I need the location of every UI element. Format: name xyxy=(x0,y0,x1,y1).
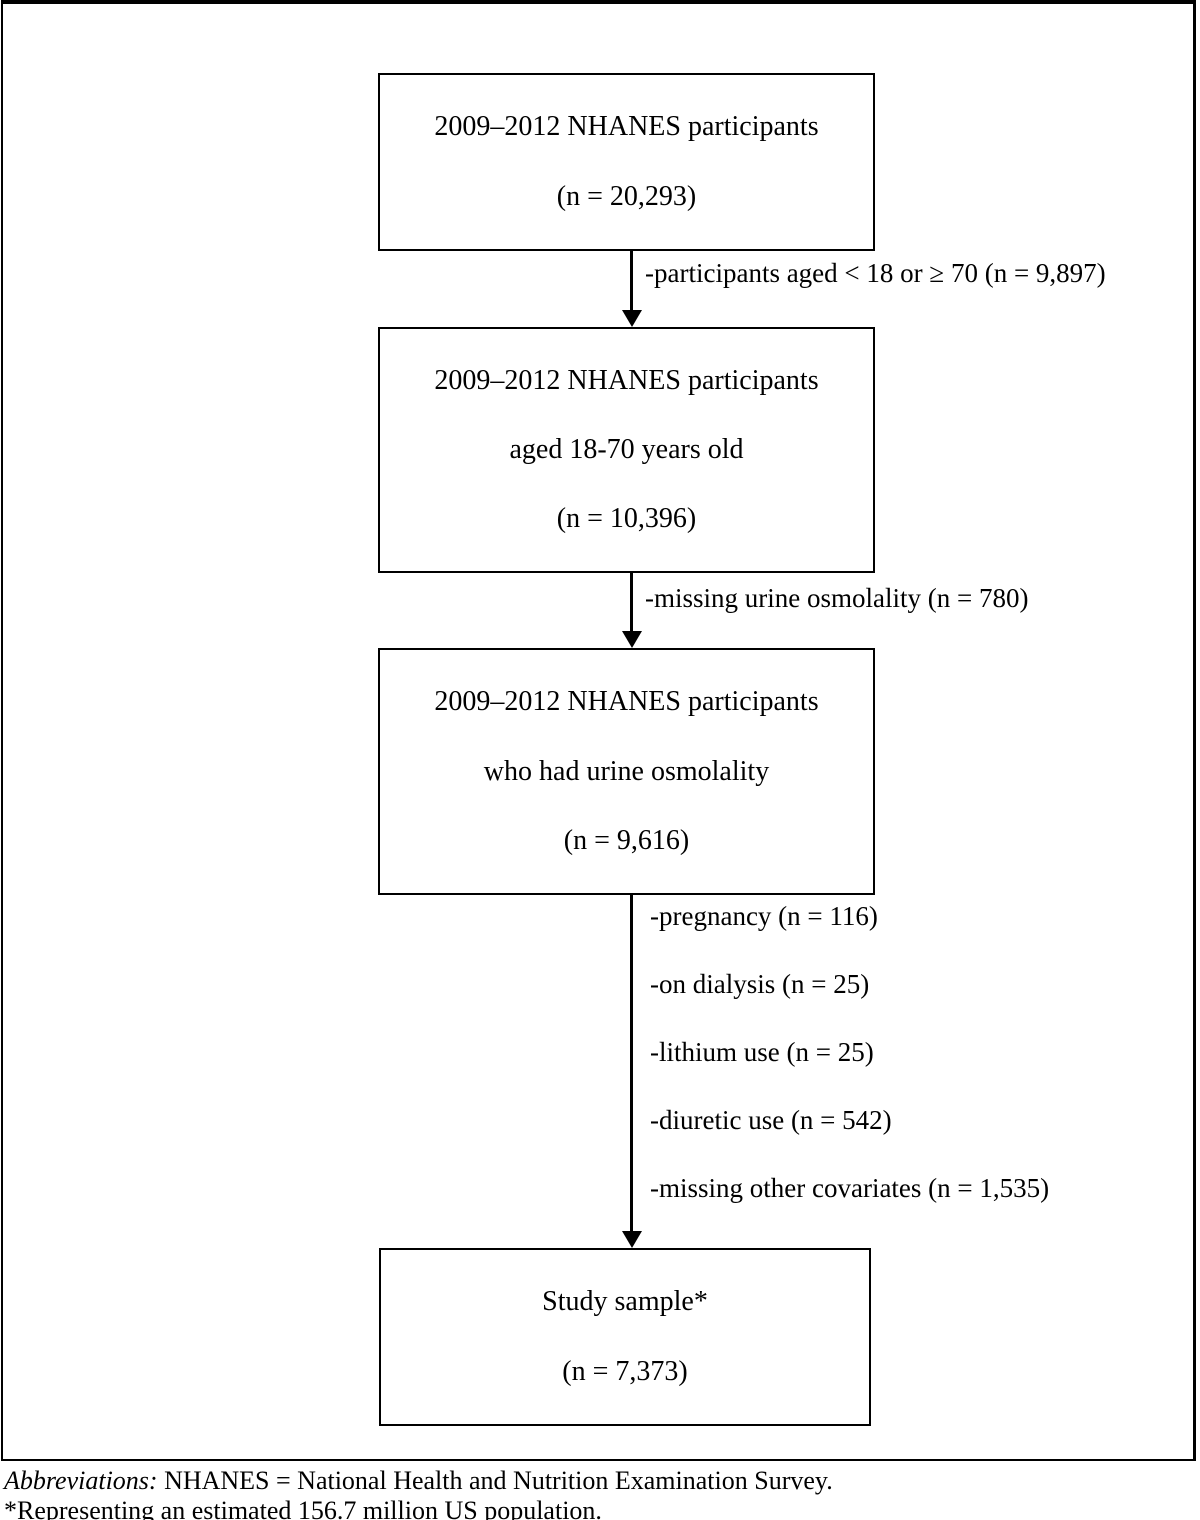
exclusion-label-dialysis: -on dialysis (n = 25) xyxy=(650,969,870,999)
box-line: 2009–2012 NHANES participants xyxy=(434,686,819,718)
exclusion-label-age: -participants aged < 18 or ≥ 70 (n = 9,8… xyxy=(645,258,1106,288)
exclusion-label-lithium: -lithium use (n = 25) xyxy=(650,1037,874,1067)
flow-arrow-down-1 xyxy=(630,250,633,310)
box-line: (n = 20,293) xyxy=(556,180,697,212)
flow-arrow-down-3 xyxy=(630,895,633,1231)
exclusion-label-covariates: -missing other covariates (n = 1,535) xyxy=(650,1173,1050,1203)
box-line: (n = 10,396) xyxy=(556,503,697,534)
population-footnote: *Representing an estimated 156.7 million… xyxy=(4,1496,602,1520)
exclusion-label-diuretic: -diuretic use (n = 542) xyxy=(650,1105,892,1135)
flow-box-nhanes-urine-osmolality: 2009–2012 NHANES participants who had ur… xyxy=(378,648,875,895)
abbreviations-text: NHANES = National Health and Nutrition E… xyxy=(157,1466,833,1495)
abbreviations-note: Abbreviations: NHANES = National Health … xyxy=(4,1466,833,1496)
flow-arrow-down-2 xyxy=(630,573,633,631)
flow-box-nhanes-aged-18-70: 2009–2012 NHANES participants aged 18-70… xyxy=(378,327,875,573)
exclusion-label-missing-osmolality: -missing urine osmolality (n = 780) xyxy=(645,583,1029,613)
box-line: aged 18-70 years old xyxy=(509,434,744,465)
exclusion-label-pregnancy: -pregnancy (n = 116) xyxy=(650,901,878,931)
flow-box-nhanes-all-participants: 2009–2012 NHANES participants (n = 20,29… xyxy=(378,73,875,251)
diagram-outer-frame xyxy=(1,0,1196,1461)
box-line: Study sample* xyxy=(542,1286,708,1318)
box-line: (n = 9,616) xyxy=(563,824,690,856)
abbreviations-label: Abbreviations: xyxy=(4,1466,158,1495)
box-line: 2009–2012 NHANES participants xyxy=(434,111,819,143)
exclusion-list: -pregnancy (n = 116) -on dialysis (n = 2… xyxy=(650,901,1049,1241)
box-line: 2009–2012 NHANES participants xyxy=(434,365,819,396)
flow-box-study-sample: Study sample* (n = 7,373) xyxy=(379,1248,871,1426)
box-line: (n = 7,373) xyxy=(562,1355,688,1387)
box-line: who had urine osmolality xyxy=(483,755,770,787)
